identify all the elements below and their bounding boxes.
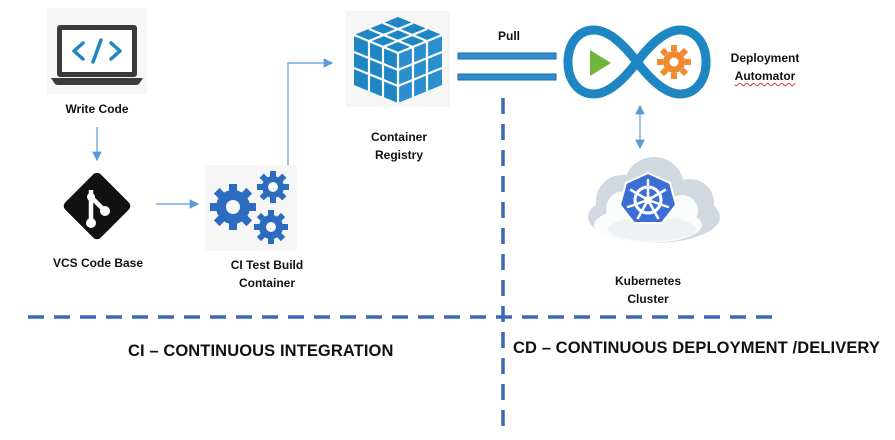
laptop-code-icon <box>45 8 149 94</box>
gears-icon <box>205 165 297 251</box>
cd-section-title: CD – CONTINUOUS DEPLOYMENT /DELIVERY <box>513 339 880 357</box>
kubernetes-label: Kubernetes Cluster <box>614 274 682 306</box>
vcs-label: VCS Code Base <box>52 256 144 270</box>
pull-bar-top <box>457 52 557 60</box>
automator-label: Deployment Automator <box>730 51 800 83</box>
infinity-loop-icon <box>562 20 712 104</box>
arrow-ci-to-registry <box>287 58 334 183</box>
ci-section-title: CI – CONTINUOUS INTEGRATION <box>128 342 394 360</box>
write-code-label: Write Code <box>65 102 129 116</box>
ci-build-label: CI Test Build Container <box>230 258 304 290</box>
pull-label: Pull <box>497 29 520 43</box>
registry-label: Container Registry <box>370 130 427 162</box>
play-icon <box>590 50 611 76</box>
git-icon <box>60 170 134 242</box>
kubernetes-cloud-icon <box>582 155 726 253</box>
cubes-icon <box>346 11 450 107</box>
pull-bar-bottom <box>457 73 557 81</box>
